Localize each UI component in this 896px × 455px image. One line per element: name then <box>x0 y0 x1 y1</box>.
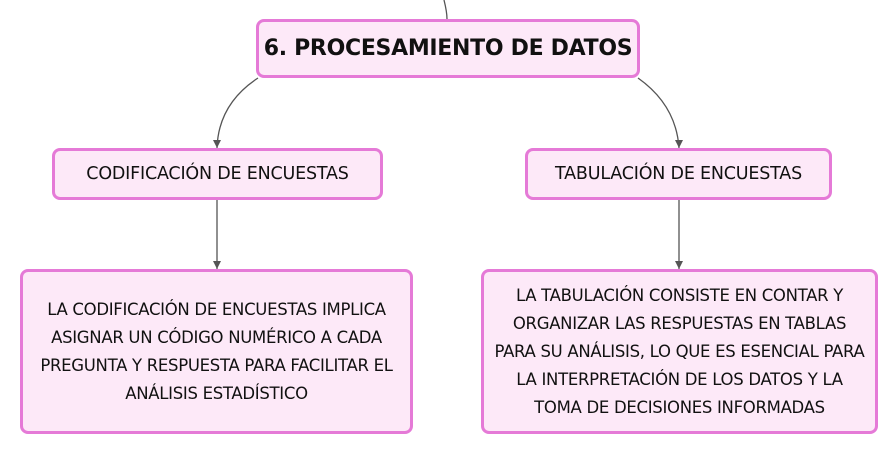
root-node-procesamiento-de-datos[interactable]: 6. PROCESAMIENTO DE DATOS <box>256 19 640 78</box>
branch-node-codificacion[interactable]: CODIFICACIÓN DE ENCUESTAS <box>52 148 383 200</box>
detail-node-tabulacion[interactable]: LA TABULACIÓN CONSISTE EN CONTAR Y ORGAN… <box>481 269 878 434</box>
arrowhead-codificacion-detail <box>213 261 221 269</box>
connector-root-to-tabulacion <box>637 77 680 149</box>
detail-node-text: LA CODIFICACIÓN DE ENCUESTAS IMPLICA ASI… <box>40 299 393 403</box>
connector-incoming <box>443 0 448 20</box>
arrowhead-tabulacion <box>675 140 683 148</box>
detail-node-codificacion[interactable]: LA CODIFICACIÓN DE ENCUESTAS IMPLICA ASI… <box>20 269 413 434</box>
branch-node-label: TABULACIÓN DE ENCUESTAS <box>555 164 802 184</box>
branch-node-label: CODIFICACIÓN DE ENCUESTAS <box>86 164 349 184</box>
detail-node-text: LA TABULACIÓN CONSISTE EN CONTAR Y ORGAN… <box>494 285 865 417</box>
arrowhead-tabulacion-detail <box>675 261 683 269</box>
connector-root-to-codificacion <box>216 77 259 149</box>
root-node-title: 6. PROCESAMIENTO DE DATOS <box>263 36 633 61</box>
branch-node-tabulacion[interactable]: TABULACIÓN DE ENCUESTAS <box>525 148 832 200</box>
arrowhead-codificacion <box>213 140 221 148</box>
